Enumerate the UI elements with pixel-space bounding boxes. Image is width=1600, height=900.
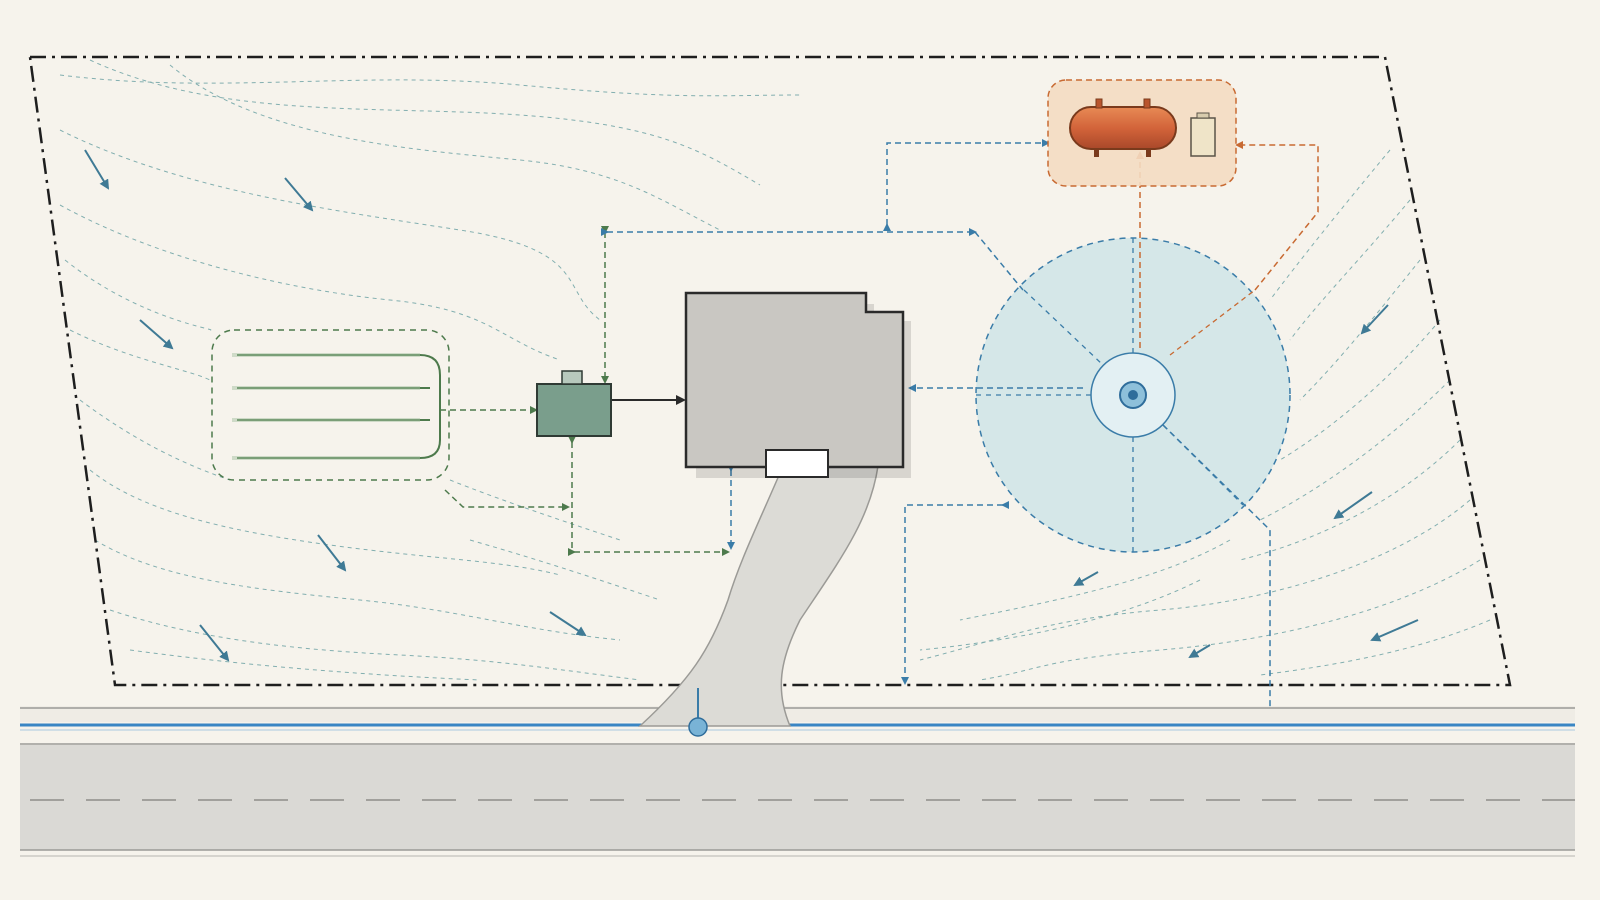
contour-line bbox=[1299, 259, 1421, 401]
septic-setback-lines bbox=[440, 226, 730, 556]
radius-line bbox=[1162, 424, 1244, 506]
contour-line bbox=[919, 579, 1201, 651]
flow-arrow bbox=[1360, 304, 1389, 335]
house-building bbox=[684, 291, 911, 478]
flow-arrow bbox=[1073, 571, 1099, 586]
propane-leg bbox=[1146, 149, 1151, 157]
leach-lines-halo bbox=[232, 353, 420, 460]
propane-valve bbox=[1095, 98, 1103, 109]
driveway bbox=[638, 465, 879, 727]
leach-lines bbox=[237, 354, 441, 459]
road bbox=[20, 706, 1575, 857]
leach-field bbox=[211, 329, 450, 481]
water-service-connection bbox=[688, 688, 708, 737]
contour-line bbox=[59, 129, 601, 321]
contour-line bbox=[469, 539, 661, 601]
contour-line bbox=[169, 64, 721, 231]
propane-setback-blue bbox=[883, 139, 1050, 231]
contour-lines bbox=[59, 59, 1491, 681]
radius-line bbox=[1023, 289, 1104, 366]
contour-line bbox=[89, 469, 561, 576]
contour-line bbox=[979, 559, 1481, 681]
flow-arrow bbox=[317, 534, 347, 572]
road-surface bbox=[20, 745, 1575, 850]
propane-leg bbox=[1094, 149, 1099, 157]
propane-right-line bbox=[1235, 141, 1319, 291]
septic-tank-riser bbox=[561, 370, 583, 385]
flow-arrow bbox=[84, 149, 110, 190]
contour-line bbox=[1239, 439, 1461, 561]
contour-line bbox=[129, 649, 481, 681]
septic-tank bbox=[536, 370, 612, 437]
leach-field-boundary bbox=[211, 329, 450, 481]
contour-line bbox=[59, 204, 561, 361]
contour-line bbox=[1279, 319, 1441, 461]
top-setback-diagonal bbox=[974, 231, 1024, 291]
flow-arrow bbox=[139, 319, 174, 350]
leach-loop bbox=[237, 354, 441, 459]
propane-tank bbox=[1047, 79, 1237, 187]
contour-line bbox=[449, 479, 621, 541]
house-footprint bbox=[684, 291, 905, 469]
contour-line bbox=[64, 259, 212, 331]
contour-line bbox=[109, 609, 641, 681]
road-shoulder bbox=[20, 706, 1575, 722]
regulator-cap bbox=[1196, 112, 1210, 119]
contour-line bbox=[1259, 619, 1491, 676]
contour-line bbox=[94, 539, 621, 641]
propane-tank-body bbox=[1069, 106, 1177, 150]
water-main bbox=[20, 723, 1575, 731]
contour-line bbox=[959, 539, 1231, 621]
contour-line bbox=[1269, 149, 1391, 301]
septic-tank-body bbox=[536, 383, 612, 437]
water-meter bbox=[688, 717, 708, 737]
propane-valve bbox=[1143, 98, 1151, 109]
contour-line bbox=[1259, 379, 1451, 521]
contour-line bbox=[69, 329, 211, 381]
well-setback-lines bbox=[601, 139, 1271, 710]
well-head-center bbox=[1128, 390, 1138, 400]
surface-flow-arrows bbox=[84, 149, 1419, 662]
flow-arrow bbox=[1188, 644, 1211, 659]
contour-line bbox=[59, 74, 801, 97]
leach-setback-line bbox=[444, 489, 570, 511]
contour-line bbox=[79, 399, 231, 481]
flow-arrow bbox=[199, 624, 230, 662]
well-radius-lines bbox=[976, 238, 1244, 552]
contour-line bbox=[89, 59, 761, 186]
flow-arrow bbox=[1370, 619, 1419, 642]
garage bbox=[765, 449, 829, 478]
flow-arrow bbox=[549, 611, 587, 637]
contour-line bbox=[1289, 199, 1411, 341]
well-to-boundary-line bbox=[901, 501, 1009, 685]
propane-regulator bbox=[1190, 117, 1216, 157]
flow-arrow bbox=[1333, 491, 1373, 520]
flow-arrow bbox=[284, 177, 314, 212]
water-well bbox=[975, 237, 1291, 553]
property-boundary bbox=[28, 55, 1512, 687]
